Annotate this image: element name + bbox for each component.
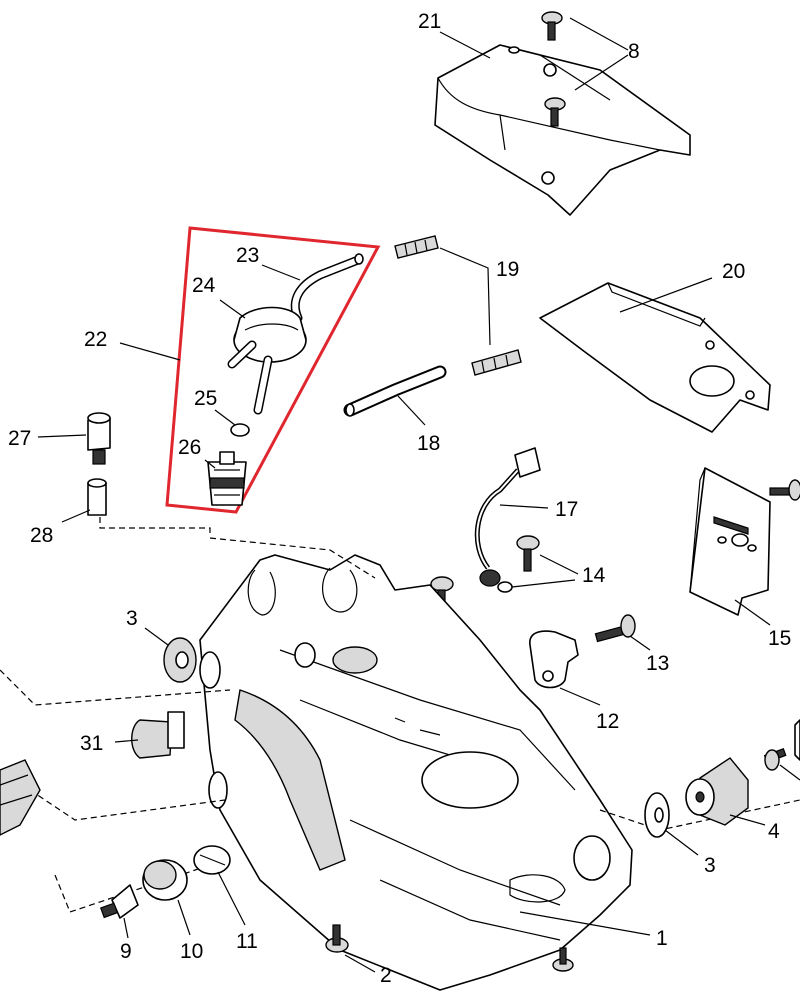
leader-dashed-28 [99, 517, 211, 535]
part-handle-fragment [0, 759, 41, 836]
leader-22 [119, 342, 181, 361]
label-part-11: 11 [236, 930, 258, 953]
leader-1 [519, 911, 651, 936]
leader-dashed-left1 [0, 669, 231, 706]
label-part-24: 24 [192, 274, 216, 297]
part-8-screw-upper [541, 11, 563, 41]
part-21-top-cover [434, 44, 691, 216]
label-part-10: 10 [180, 940, 203, 963]
part-26-fuel-filter [207, 451, 247, 506]
leader-4 [729, 814, 766, 826]
part-17-wire-sensor [474, 447, 541, 587]
label-part-21: 21 [418, 10, 441, 33]
label-part-31: 31 [80, 732, 103, 755]
label-part-22: 22 [84, 328, 107, 351]
part-2-screw [325, 924, 349, 953]
part-19-fitting-upper [394, 235, 439, 259]
label-part-13: 13 [646, 652, 669, 675]
leader-31 [114, 739, 139, 743]
label-part-9: 9 [120, 940, 132, 963]
part-14-washer [497, 581, 513, 593]
part-15-bracket-plate [689, 467, 771, 616]
label-part-3-left: 3 [126, 607, 138, 630]
leader-19 [439, 247, 491, 346]
part-27-cap [87, 412, 111, 465]
part-8-screw-lower [544, 97, 566, 127]
leader-23 [261, 264, 301, 281]
leader-3-right [664, 829, 699, 856]
part-31-primer-bulb [131, 711, 185, 759]
label-part-27: 27 [8, 427, 31, 450]
leader-21 [439, 31, 491, 59]
part-3-washer-right [644, 792, 670, 838]
label-part-14: 14 [582, 564, 606, 587]
label-part-18: 18 [417, 432, 440, 455]
leader-18 [397, 395, 426, 426]
leader-9 [123, 917, 129, 939]
label-part-2: 2 [380, 964, 392, 987]
label-part-17: 17 [555, 498, 578, 521]
leader-13 [629, 635, 651, 651]
leader-dashed-left3 [54, 859, 226, 913]
label-part-15: 15 [768, 627, 791, 650]
part-12-chain-catcher [529, 630, 579, 689]
label-part-26: 26 [178, 436, 201, 459]
part-11-clip [193, 845, 231, 875]
leader-11 [217, 871, 246, 926]
leader-20 [619, 277, 713, 313]
leader-dashed-left2 [29, 789, 226, 821]
part-18-hose [343, 365, 447, 417]
part-15-screw [769, 479, 800, 501]
label-part-4: 4 [768, 820, 780, 843]
leader-8 [569, 17, 629, 91]
part-9-valve [100, 884, 139, 919]
part-19-fitting-lower [471, 349, 522, 376]
leader-26 [204, 459, 216, 469]
leader-14 [511, 554, 579, 588]
label-part-23: 23 [236, 244, 259, 267]
leader-27 [37, 434, 87, 438]
part-23-fuel-hose [290, 253, 364, 323]
leader-15 [734, 599, 771, 626]
part-4-bolt [763, 719, 800, 771]
part-20-gasket-plate [539, 282, 771, 433]
label-part-20: 20 [722, 260, 745, 283]
leader-3-left [144, 627, 169, 646]
label-part-1: 1 [656, 927, 668, 950]
label-part-3-right: 3 [704, 854, 716, 877]
label-part-25: 25 [194, 387, 217, 410]
leader-dashed-top [209, 537, 376, 579]
highlight-box-part-22 [165, 226, 381, 514]
leader-4-right [779, 764, 800, 781]
part-10-cap [142, 859, 188, 901]
part-24-fuel-valve [227, 306, 307, 415]
part-screw-bottom-right [552, 947, 574, 972]
part-28-sleeve [87, 478, 107, 516]
leader-28 [61, 509, 91, 523]
part-1-crankcase [199, 554, 633, 991]
leader-10 [177, 899, 191, 936]
part-25-o-ring [230, 423, 250, 437]
part-3-mount-left [163, 637, 197, 683]
leader-24 [219, 299, 246, 319]
label-part-12: 12 [596, 710, 619, 733]
part-14-screw-right [516, 535, 540, 572]
leader-25 [214, 409, 236, 426]
label-part-19: 19 [496, 258, 519, 281]
label-part-28: 28 [30, 524, 53, 547]
leader-12 [559, 687, 601, 706]
part-13-bolt [594, 614, 636, 643]
label-part-8: 8 [628, 40, 640, 63]
leader-2 [344, 954, 376, 973]
part-4-damper [685, 757, 749, 826]
leader-17 [499, 504, 549, 509]
